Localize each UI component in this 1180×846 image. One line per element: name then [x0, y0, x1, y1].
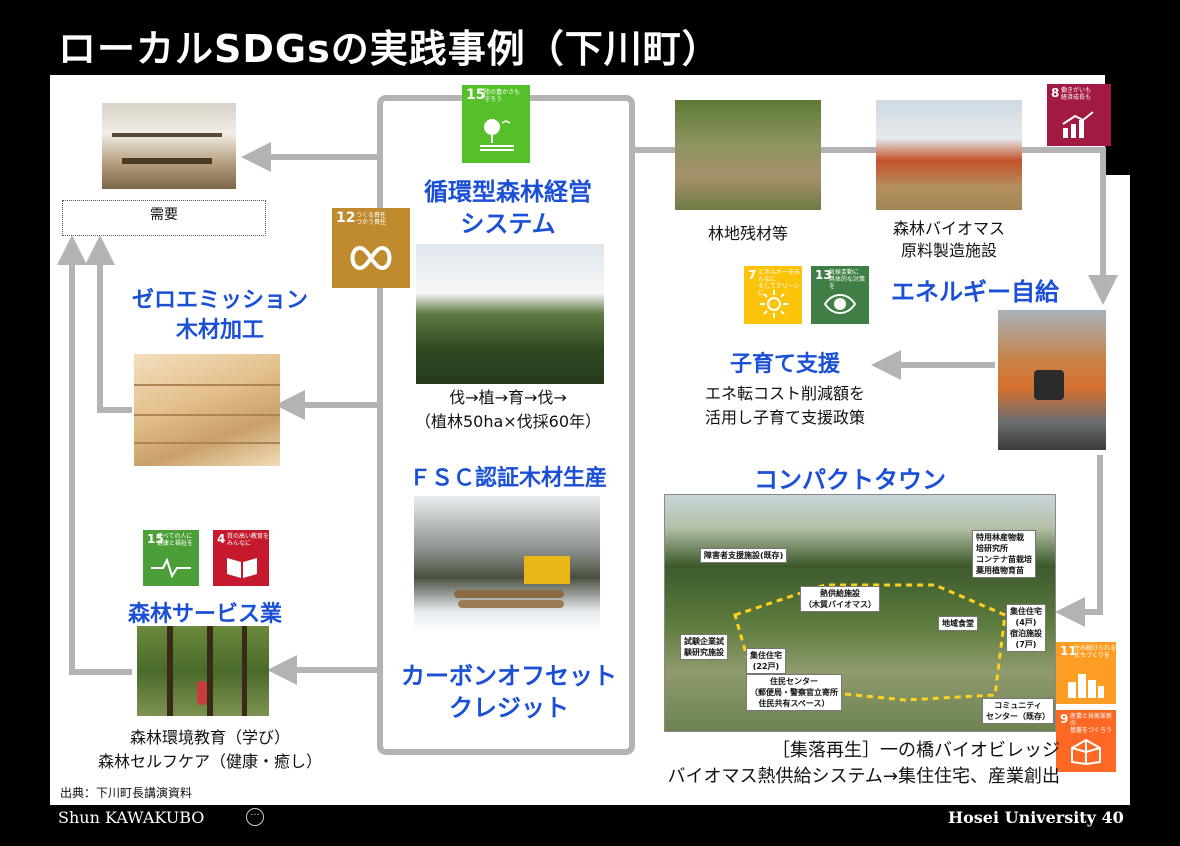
biomass-plant-label: 森林バイオマス 原料製造施設: [892, 219, 1005, 260]
fsc-heading: ＦＳＣ認証木材生産: [408, 466, 607, 491]
map-label-housing-lodging: 集住住宅 (4戸) 宿泊施設 (7戸): [1006, 604, 1046, 652]
compact-town-heading: コンパクトタウン: [754, 466, 946, 494]
childcare-caption: エネ転コスト削減額を 活用し子育て支援政策: [704, 384, 865, 427]
zero-emission-heading: ゼロエミッション 木材加工: [131, 288, 308, 343]
map-label-disability-support: 障害者支援施設(既存): [700, 548, 788, 563]
circular-forest-heading: 循環型森林経営 システム: [424, 178, 592, 238]
map-label-heat-supply: 熱供給施設 （木質バイオマス）: [800, 586, 880, 612]
boiler-photo: [998, 310, 1106, 450]
arrow-to-compact: [1055, 455, 1103, 627]
energy-self-sufficiency-heading: エネルギー自給: [891, 278, 1059, 306]
sdg13-icon: 13 気候変動に 具体的な対策を: [811, 266, 869, 324]
arrow-service-to-demand: [57, 235, 132, 675]
arrow-wood-to-demand: [85, 235, 132, 413]
cafe-interior-photo: [102, 103, 236, 189]
childcare-heading: 子育て支援: [729, 352, 840, 377]
sdg4-icon: 4 質の高い教育を みんなに: [213, 530, 269, 586]
more-options-icon[interactable]: ···: [246, 808, 264, 826]
lumber-photo: [134, 354, 280, 466]
map-label-special-forest-products: 特用林産物栽 培研究所 コンテナ苗栽培 薬用植物育苗: [972, 530, 1036, 578]
sdg12-icon: 12 つくる責任 つかう責任: [332, 208, 410, 288]
compact-town-caption: ［集落再生］一の橋バイオビレッジ バイオマス熱供給システム→集住住宅、産業創出: [667, 740, 1060, 787]
forest-service-caption: 森林環境教育（学び） 森林セルフケア（健康・癒し）: [97, 728, 322, 771]
carbon-offset-heading: カーボンオフセット クレジット: [401, 662, 617, 722]
sdg3-icon: 15 すべての人に 健康と福祉を: [143, 530, 199, 586]
forest-residue-photo: [675, 100, 821, 210]
footer-institution: Hosei University 40: [948, 808, 1124, 827]
biomass-plant-photo: [876, 100, 1022, 210]
sdg7-icon: 7 エネルギーをみんなに そしてクリーンに: [744, 266, 802, 324]
map-label-resident-center: 住民センター （郵便局・警察官立寄所 住民共有スペース）: [746, 674, 842, 711]
residue-label: 林地残材等: [707, 224, 788, 243]
demand-box: 需要: [62, 200, 266, 236]
map-label-collective-housing: 集住住宅 (22戸): [746, 648, 786, 674]
sdg15-icon: 15 陸の豊かさも 守ろう: [462, 85, 530, 163]
forest-service-heading: 森林サービス業: [127, 602, 282, 627]
sdg9-icon: 9 産業と技術革新の 基盤をつくろう: [1056, 710, 1116, 772]
forest-education-photo: [137, 626, 269, 716]
harvester-photo: [414, 496, 600, 632]
demand-label: 需要: [150, 207, 178, 223]
slide-title: ローカルSDGsの実践事例（下川町）: [58, 27, 721, 71]
map-label-community-dining: 地域食堂: [938, 616, 978, 631]
source-note: 出典：下川町長講演資料: [60, 786, 193, 800]
sdg8-icon: 8 働きがいも 経済成長も: [1047, 84, 1111, 146]
map-label-trial-research: 試験企業試 験研究施設: [680, 634, 728, 660]
forest-cycle-caption: 伐→植→育→伐→ （植林50ha×伐採60年）: [414, 388, 602, 431]
sdg11-icon: 11 住み続けられる まちづくりを: [1056, 642, 1116, 704]
forest-aerial-photo: [416, 244, 604, 384]
footer-author: Shun KAWAKUBO: [58, 808, 205, 827]
map-label-community-center: コミュニティ センター（既存）: [982, 698, 1054, 724]
